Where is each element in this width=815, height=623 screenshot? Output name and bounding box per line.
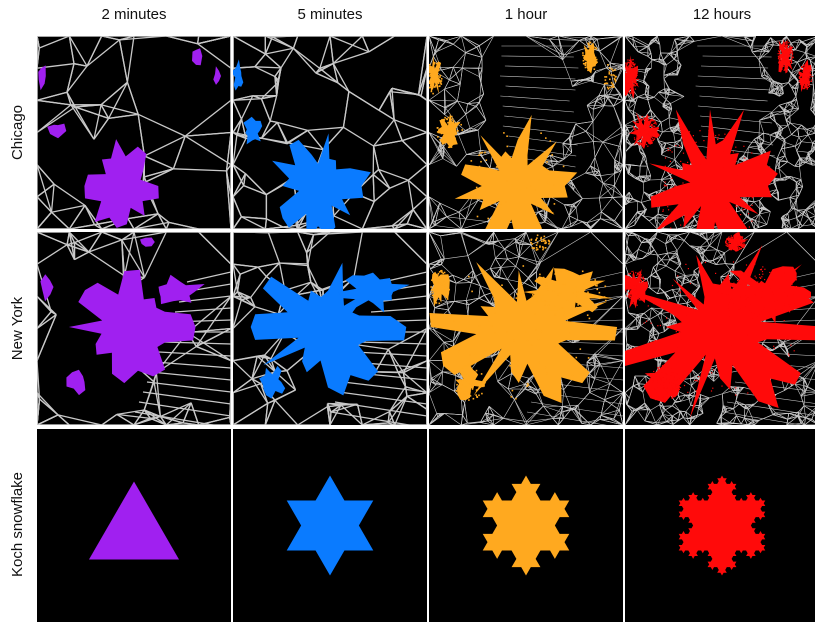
chicago-2-minutes-map xyxy=(37,36,231,229)
panel-chicago-12-hours xyxy=(625,36,815,229)
urban-region xyxy=(38,48,221,228)
chicago-1-hour-map xyxy=(429,36,623,229)
panel-koch-2-minutes xyxy=(37,429,231,622)
koch-snowflake-1-hour xyxy=(429,429,623,622)
panel-koch-12-hours xyxy=(625,429,815,622)
koch-snowflake-12-hours xyxy=(625,429,815,622)
koch-snowflake-shape xyxy=(89,482,179,560)
koch-snowflake-shape xyxy=(287,476,374,576)
panel-chicago-5-minutes xyxy=(233,36,427,229)
urban-region xyxy=(430,235,618,404)
koch-snowflake-2-minutes xyxy=(37,429,231,622)
koch-snowflake-shape xyxy=(679,476,766,576)
panel-new-york-1-hour xyxy=(429,232,623,425)
new-york-1-hour-map xyxy=(429,232,623,425)
row-label-chicago: Chicago xyxy=(0,36,36,229)
panel-new-york-12-hours xyxy=(625,232,815,425)
chicago-5-minutes-map xyxy=(233,36,427,229)
chicago-12-hours-map xyxy=(625,36,815,229)
panel-koch-1-hour xyxy=(429,429,623,622)
row-label-koch-snowflake: Koch snowflake xyxy=(0,428,36,621)
column-label-5-minutes: 5 minutes xyxy=(232,6,428,23)
panel-chicago-2-minutes xyxy=(37,36,231,229)
row-label-new-york: New York xyxy=(0,232,36,425)
column-label-12-hours: 12 hours xyxy=(624,6,815,23)
panel-koch-5-minutes xyxy=(233,429,427,622)
new-york-5-minutes-map xyxy=(233,232,427,425)
urban-region xyxy=(233,59,371,229)
new-york-12-hours-map xyxy=(625,232,815,425)
koch-snowflake-shape xyxy=(483,476,570,576)
new-york-2-minutes-map xyxy=(37,232,231,425)
panel-new-york-2-minutes xyxy=(37,232,231,425)
koch-snowflake-5-minutes xyxy=(233,429,427,622)
panel-chicago-1-hour xyxy=(429,36,623,229)
column-label-1-hour: 1 hour xyxy=(428,6,624,23)
column-label-2-minutes: 2 minutes xyxy=(36,6,232,23)
urban-region xyxy=(625,38,813,229)
panel-new-york-5-minutes xyxy=(233,232,427,425)
urban-region xyxy=(251,263,410,399)
